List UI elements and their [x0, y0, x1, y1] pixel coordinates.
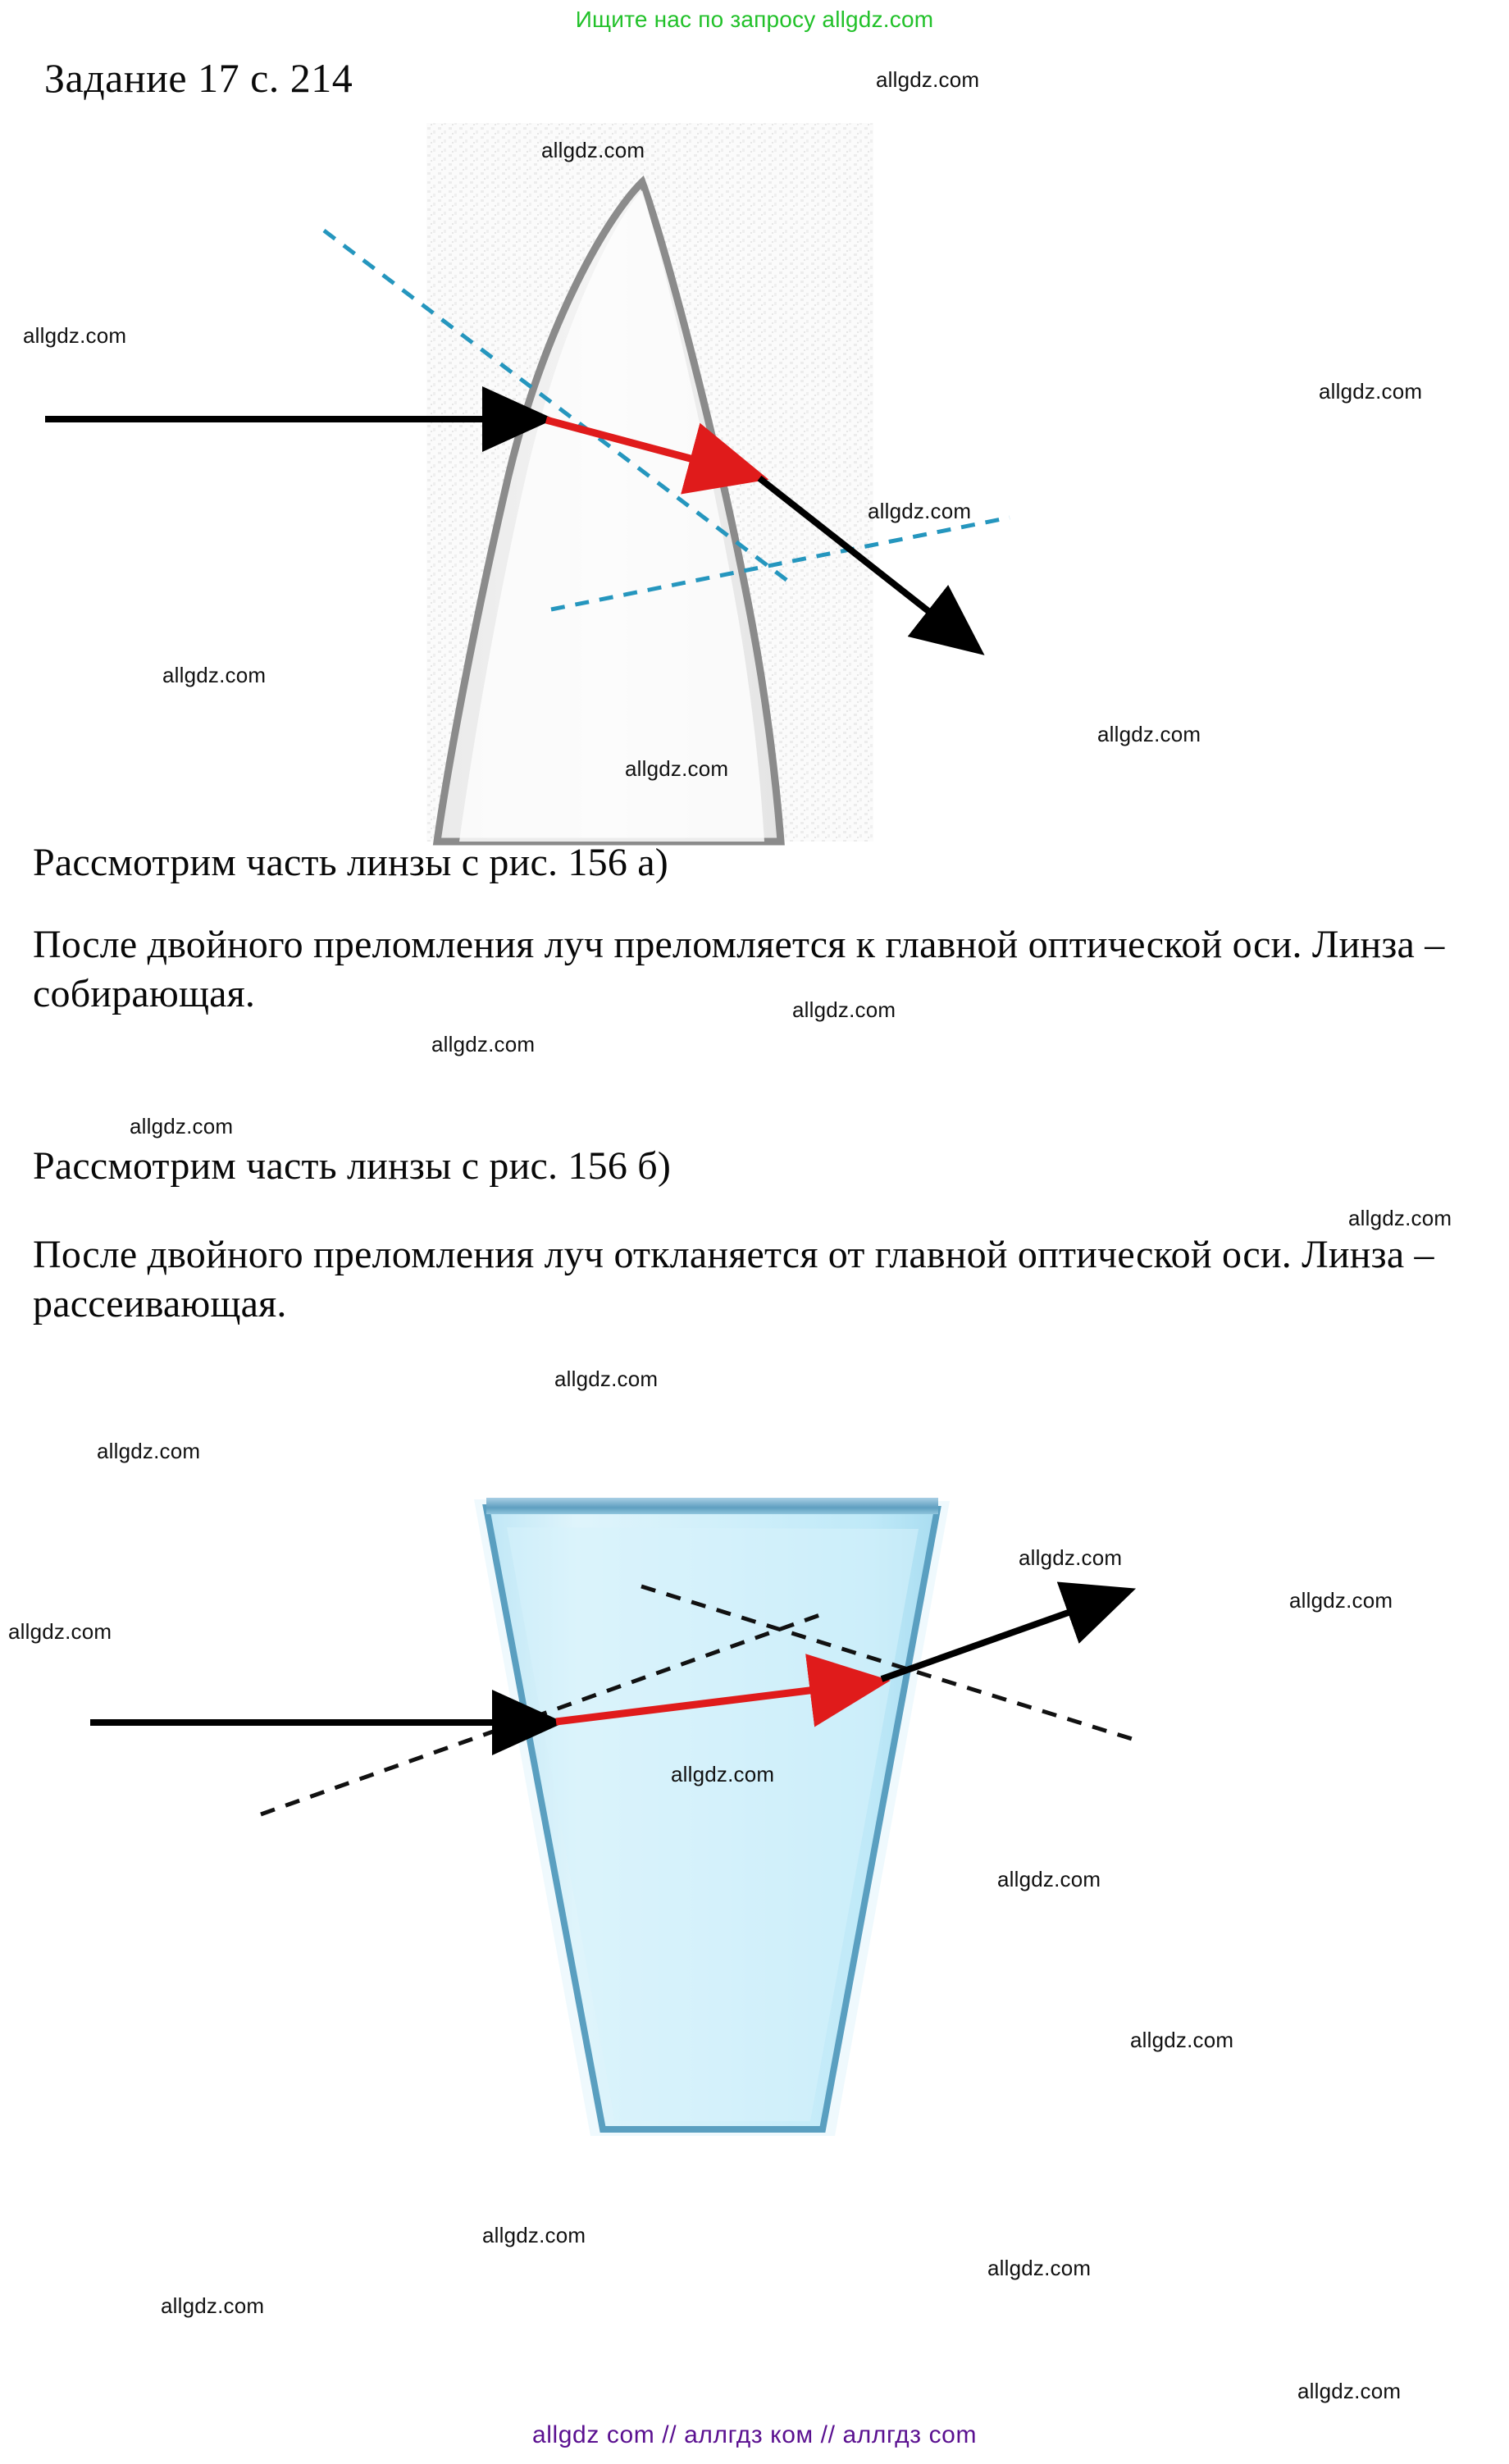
watermark-text: allgdz.com: [1130, 2028, 1234, 2052]
watermark-text: allgdz.com: [23, 323, 127, 348]
part-a-body-text: После двойного преломления луч преломляе…: [33, 923, 1445, 1015]
watermark-text: allgdz.com: [541, 138, 645, 162]
internal-refracted-ray: [555, 1654, 891, 1727]
part-b-body-text: После двойного преломления луч откланяет…: [33, 1233, 1434, 1326]
exit-ray: [757, 475, 985, 655]
watermark-text: allgdz.com: [792, 997, 896, 1022]
watermark-text: allgdz.com: [1297, 2379, 1402, 2403]
normal-line-exit: [550, 515, 1010, 612]
watermark-text: allgdz.com: [482, 2223, 586, 2247]
promo-header-text: Ищите нас по запросу allgdz.com: [575, 7, 934, 32]
watermark-text: allgdz.com: [1348, 1206, 1452, 1230]
exit-ray: [880, 1581, 1137, 1682]
watermark-text: allgdz.com: [97, 1439, 201, 1463]
diverging-lens-core: [507, 1527, 919, 2121]
watermark-text: allgdz.com: [625, 756, 729, 781]
normal-line-exit: [641, 1584, 1141, 1744]
footer-branding: allgdz com // аллгдз ком // аллгдз com: [531, 2421, 978, 2448]
part-a-heading: Рассмотрим часть линзы с рис. 156 а): [33, 841, 668, 884]
part-b-heading: Рассмотрим часть линзы с рис. 156 б): [33, 1144, 672, 1188]
watermark-text: allgdz.com: [876, 67, 980, 92]
watermark-text: allgdz.com: [1289, 1588, 1393, 1613]
watermark-text: allgdz.com: [431, 1032, 536, 1056]
converging-lens-svg: [45, 123, 1010, 846]
figure-diverging-lens: [0, 1452, 1509, 2157]
watermark-text: allgdz.com: [130, 1114, 234, 1138]
watermark-text: allgdz.com: [1097, 722, 1201, 746]
converging-lens-inner-highlight: [459, 190, 764, 842]
watermark-text: allgdz.com: [997, 1867, 1101, 1891]
watermark-text: allgdz.com: [8, 1619, 112, 1644]
watermark-text: allgdz.com: [1019, 1545, 1123, 1570]
internal-refracted-ray: [545, 416, 769, 495]
watermark-text: allgdz.com: [162, 663, 267, 687]
watermark-text: allgdz.com: [868, 499, 972, 523]
watermark-text: allgdz.com: [554, 1367, 659, 1391]
figure-converging-lens: [0, 79, 1509, 846]
page-title: Задание 17 с. 214: [44, 55, 353, 101]
diverging-lens-top-rim: [486, 1498, 938, 1514]
diverging-lens-svg: [90, 1498, 1141, 2136]
watermark-text: allgdz.com: [1319, 379, 1423, 404]
watermark-text: allgdz.com: [161, 2293, 265, 2318]
watermark-text: allgdz.com: [987, 2256, 1092, 2280]
watermark-text: allgdz.com: [671, 1762, 775, 1786]
